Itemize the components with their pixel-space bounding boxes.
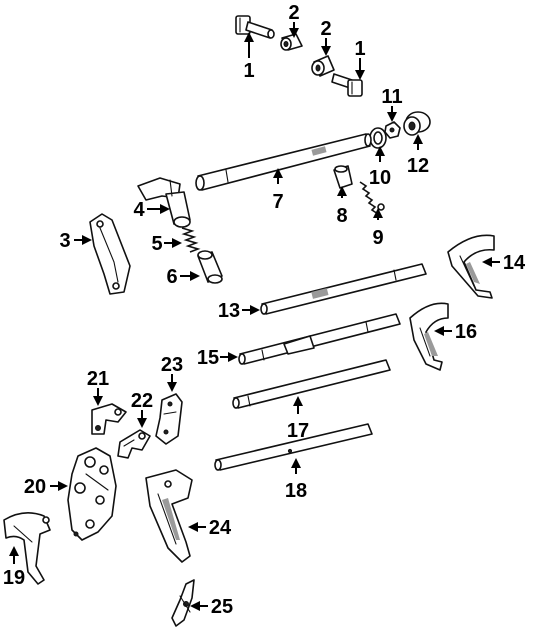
- callout-5: 5: [151, 233, 182, 255]
- part-16-shift-fork: [409, 302, 449, 371]
- callout-9: 9: [372, 208, 384, 249]
- callout-2-top: 2: [288, 2, 300, 38]
- callout-25: 25: [190, 596, 233, 618]
- callout-24: 24: [188, 517, 232, 539]
- callout-label: 2: [288, 2, 299, 24]
- callout-14: 14: [482, 252, 526, 274]
- callout-label: 25: [211, 596, 233, 618]
- part-3-bracket: [89, 213, 131, 295]
- callout-10: 10: [369, 146, 391, 189]
- callout-label: 8: [336, 205, 347, 227]
- callout-label: 10: [369, 167, 391, 189]
- part-11-nut: [384, 121, 401, 139]
- part-2-bushing-top: [280, 33, 303, 51]
- callout-1-top: 1: [243, 32, 255, 82]
- callout-label: 17: [287, 420, 309, 442]
- part-18-rod: [214, 423, 373, 471]
- part-2-bushing-second: [311, 55, 335, 77]
- callout-2-second: 2: [320, 18, 332, 56]
- part-13-rod: [260, 263, 427, 315]
- callout-label: 4: [133, 199, 145, 221]
- callout-4: 4: [133, 199, 170, 221]
- part-9-spring: [359, 181, 385, 215]
- callout-22: 22: [131, 390, 153, 428]
- callout-8: 8: [336, 186, 348, 227]
- part-17-rod: [232, 359, 391, 409]
- part-6-plunger-pin: [197, 250, 223, 284]
- callout-6: 6: [166, 266, 200, 288]
- callout-label: 14: [503, 252, 526, 274]
- callout-label: 7: [272, 191, 283, 213]
- callout-label: 23: [161, 354, 183, 376]
- part-19-shift-fork: [3, 512, 51, 585]
- callout-7: 7: [272, 168, 284, 213]
- part-23-bracket: [155, 393, 183, 445]
- part-20-housing: [67, 447, 117, 541]
- part-24-shift-fork: [145, 469, 193, 563]
- callout-17: 17: [287, 396, 309, 442]
- callout-label: 19: [3, 567, 25, 589]
- part-7-shift-rod: [195, 133, 372, 191]
- callout-11: 11: [381, 86, 403, 122]
- callout-20: 20: [24, 476, 68, 498]
- callout-18: 18: [285, 458, 307, 502]
- part-12-cap: [403, 111, 431, 136]
- part-21-bracket: [91, 403, 127, 435]
- callout-label: 11: [381, 86, 402, 108]
- callout-label: 12: [407, 155, 429, 177]
- callout-1-second: 1: [354, 38, 366, 80]
- callout-label: 2: [320, 18, 331, 40]
- callout-label: 24: [209, 517, 232, 539]
- callout-label: 15: [197, 347, 219, 369]
- callout-label: 5: [151, 233, 162, 255]
- part-10-ring: [369, 127, 387, 149]
- callout-label: 9: [372, 227, 383, 249]
- part-25-small-fork: [171, 579, 195, 627]
- callout-16: 16: [434, 321, 477, 343]
- part-1-bolt-top: [235, 15, 275, 39]
- callout-12: 12: [407, 134, 429, 177]
- callout-label: 1: [354, 38, 365, 60]
- callout-23: 23: [161, 354, 183, 392]
- callout-label: 18: [285, 480, 307, 502]
- callout-label: 16: [455, 321, 477, 343]
- callout-label: 6: [166, 266, 177, 288]
- part-15-rod: [238, 313, 401, 365]
- callout-label: 20: [24, 476, 46, 498]
- callout-13: 13: [218, 300, 260, 322]
- callout-19: 19: [3, 546, 25, 589]
- part-8-plunger: [333, 165, 353, 189]
- part-4-shift-lever: [137, 177, 191, 228]
- callout-label: 1: [243, 60, 254, 82]
- callout-3: 3: [59, 230, 92, 252]
- callout-15: 15: [197, 347, 238, 369]
- part-1-bolt-second: [331, 73, 363, 97]
- callout-21: 21: [87, 368, 109, 406]
- callout-label: 21: [87, 368, 109, 390]
- callout-label: 3: [59, 230, 70, 252]
- part-5-spring: [181, 227, 201, 253]
- callout-label: 13: [218, 300, 240, 322]
- part-14-shift-fork: [447, 234, 495, 299]
- callout-label: 22: [131, 390, 153, 412]
- part-22-arm: [117, 429, 151, 459]
